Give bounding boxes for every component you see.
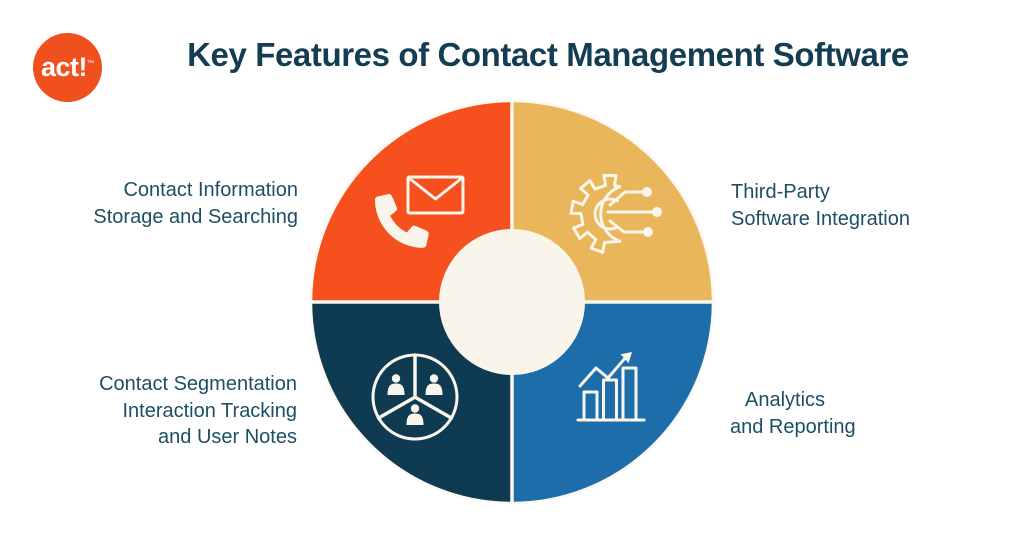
quadrant-segmentation: [312, 302, 512, 502]
label-line: Analytics: [745, 389, 826, 411]
label-integration: Third-Party Software Integration: [731, 179, 910, 232]
label-line: Contact Information: [123, 179, 298, 201]
donut-outline: [309, 99, 715, 505]
segmentation-pie-users-icon: [371, 353, 459, 441]
quadrant-contact-info: [312, 102, 512, 302]
quadrant-analytics: [512, 302, 712, 502]
trademark-symbol: ™: [87, 60, 94, 67]
label-line: and Reporting: [730, 415, 856, 438]
label-segmentation: Contact Segmentation Interaction Trackin…: [99, 371, 297, 451]
label-line: Contact Segmentation: [99, 373, 297, 395]
integration-gear-circuit-icon: [569, 174, 662, 254]
label-line: Software Integration: [731, 207, 910, 230]
phone-mail-icon: [375, 175, 465, 248]
label-contact-info: Contact Information Storage and Searchin…: [93, 177, 298, 230]
act-logo-text: act!: [40, 52, 88, 82]
bar-chart-arrow-icon: [576, 352, 646, 422]
label-analytics: Analytics and Reporting: [730, 387, 856, 440]
label-line: Interaction Tracking: [122, 399, 297, 422]
donut-chart: [309, 99, 715, 505]
donut-center-hole: [439, 229, 585, 375]
label-line: Storage and Searching: [93, 205, 298, 228]
label-line: Third-Party: [731, 181, 830, 203]
page-title: Key Features of Contact Management Softw…: [187, 36, 909, 73]
act-logo: act!™: [33, 33, 102, 102]
label-line: and User Notes: [158, 426, 297, 448]
